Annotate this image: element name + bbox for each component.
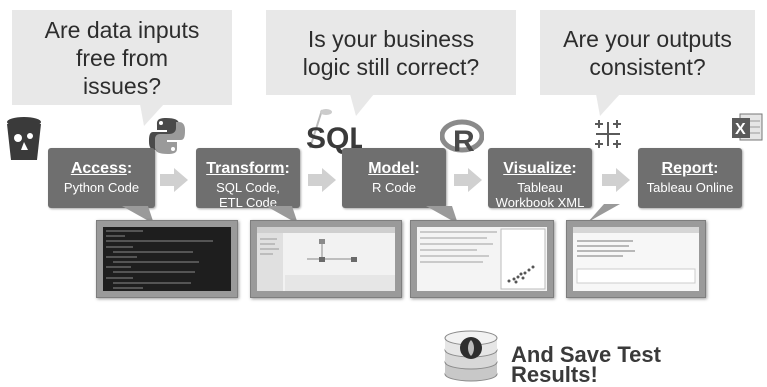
bubble-data-inputs-text: Are data inputs free from issues? [44, 16, 200, 99]
database-stack-icon [440, 330, 502, 387]
step-visualize-subtitle: Tableau Workbook XML [495, 180, 585, 210]
r-label: R [453, 125, 475, 156]
step-report: Report: Tableau Online [638, 148, 742, 208]
step-access-subtitle: Python Code [63, 180, 140, 195]
bubble-tail-3 [596, 94, 620, 116]
screenshot-tableau-xml [566, 220, 706, 298]
r-logo-icon: R [439, 118, 485, 161]
step-transform-title: Transform [206, 160, 285, 177]
arrow-model-to-visualize [454, 168, 482, 192]
callout-tail-model [426, 206, 458, 224]
save-results-text: And Save Test Results! [511, 342, 711, 387]
step-access: Access: Python Code [48, 148, 155, 208]
save-results-line1: And Save Test [511, 342, 661, 367]
callout-tail-access [122, 206, 154, 224]
python-logo-icon [148, 116, 186, 161]
bubble-tail-2 [350, 94, 374, 116]
step-transform: Transform: SQL Code, ETL Code [196, 148, 300, 210]
bubble-tail-1 [140, 104, 164, 126]
screenshot-etl-tool [250, 220, 402, 298]
step-model-subtitle: R Code [371, 180, 417, 195]
arrow-access-to-transform [160, 168, 188, 192]
screenshot-r-plot [410, 220, 554, 298]
step-visualize-title: Visualize [503, 160, 572, 177]
callout-tail-transform [266, 206, 298, 224]
bubble-outputs-text: Are your outputs consistent? [563, 25, 732, 80]
screenshot-python-terminal [96, 220, 238, 298]
step-visualize: Visualize: Tableau Workbook XML [488, 148, 592, 210]
step-transform-subtitle: SQL Code, ETL Code [216, 180, 280, 210]
bubble-business-logic: Is your business logic still correct? [266, 10, 516, 95]
bubble-outputs: Are your outputs consistent? [540, 10, 755, 95]
arrow-visualize-to-report [602, 168, 630, 192]
bubble-data-inputs: Are data inputs free from issues? [12, 10, 232, 105]
excel-logo-icon: X [730, 110, 764, 149]
bubble-business-logic-text: Is your business logic still correct? [302, 25, 480, 80]
sql-database-icon: SQL [292, 108, 368, 161]
step-report-title: Report [661, 160, 714, 177]
arrow-transform-to-model [308, 168, 336, 192]
step-report-subtitle: Tableau Online [646, 180, 734, 195]
save-results-line2: Results! [511, 362, 598, 387]
trash-bucket-icon [4, 116, 44, 167]
step-model-title: Model [368, 160, 415, 177]
tableau-logo-icon [590, 116, 626, 157]
callout-tail-visualize [588, 204, 620, 222]
step-access-title: Access [70, 160, 127, 177]
excel-label: X [735, 121, 746, 138]
step-model: Model: R Code [342, 148, 446, 208]
